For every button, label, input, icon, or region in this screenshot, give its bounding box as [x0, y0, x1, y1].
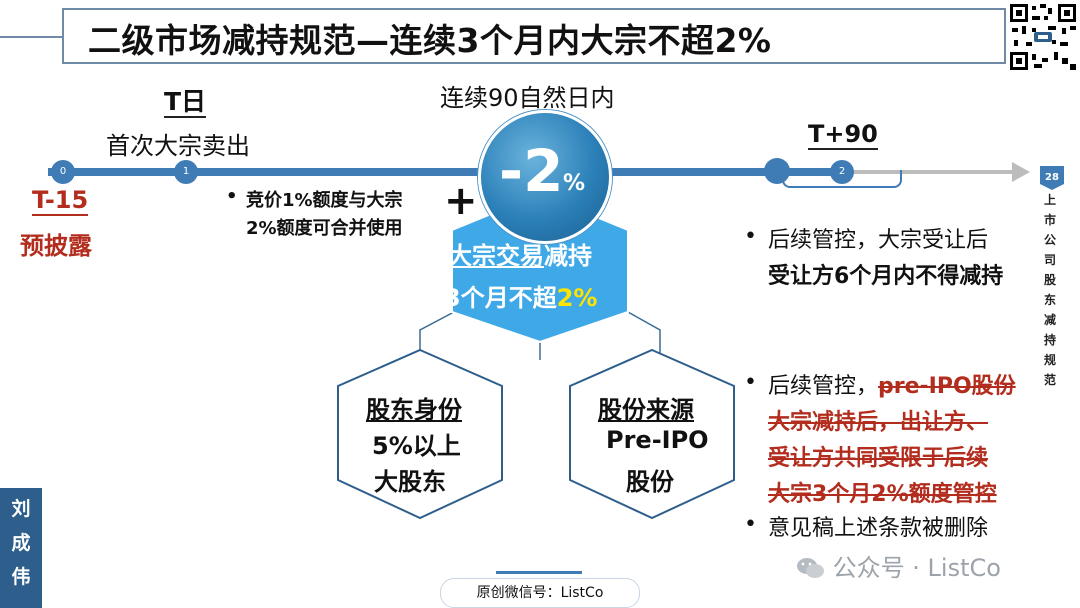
side-char: 司: [1043, 253, 1056, 267]
t90-label: T+90: [808, 120, 878, 150]
period-label: 连续90自然日内: [440, 84, 615, 112]
qr-code-icon: [1008, 2, 1078, 72]
note2-red3: 受让方共同受限于后续: [768, 446, 989, 471]
center-hex-line2b: 2%: [556, 284, 598, 312]
footer-wechat-id: 原创微信号：ListCo: [440, 578, 640, 608]
author-bar: 刘 成 伟: [0, 488, 42, 608]
left-hex-line1: 股东身份: [366, 396, 462, 424]
right-hex-line3: 股份: [626, 468, 674, 496]
center-hex-line1a: 大宗交易: [448, 242, 544, 270]
watermark-text: 公众号 · ListCo: [832, 554, 1001, 582]
t15-desc: 预披露: [20, 232, 92, 260]
t-day-desc: 首次大宗卖出: [106, 132, 250, 160]
side-char: 公: [1043, 233, 1056, 247]
center-hex-line1b: 减持: [544, 242, 592, 270]
note-left-line1: 竞价1%额度与大宗: [246, 190, 403, 211]
title-deco-line: [0, 36, 62, 38]
timeline-bar: [48, 168, 838, 176]
note3-bullet: •: [744, 512, 757, 537]
note-left-line2: 2%额度可合并使用: [246, 218, 403, 239]
note2-red4: 大宗3个月2%额度管控: [768, 482, 997, 507]
note2-prefix: 后续管控，: [768, 374, 879, 399]
center-hex-line2: 3个月不超2%: [444, 278, 597, 313]
t-day-label: T日: [164, 87, 207, 118]
footer-accent-line: [496, 571, 582, 574]
note2-red1: pre-IPO股份: [878, 374, 1016, 399]
side-vertical-label: 上 市 公 司 股 东 减 持 规 范: [1040, 190, 1060, 390]
author-char: 刘: [11, 498, 31, 520]
circle-unit: %: [563, 171, 586, 196]
plus-icon: +: [444, 178, 478, 224]
t90-bracket: [782, 170, 902, 188]
side-char: 范: [1043, 373, 1056, 387]
author-char: 成: [11, 532, 31, 554]
note2-red2: 大宗减持后，出让方、: [768, 410, 989, 435]
note2-line1: 后续管控，pre-IPO股份: [768, 368, 1016, 400]
note1-bullet: •: [744, 224, 757, 249]
wechat-icon: [797, 558, 824, 578]
page-title: 二级市场减持规范—连续3个月内大宗不超2%: [88, 21, 772, 60]
left-hex-line2: 5%以上: [372, 432, 461, 460]
right-hex-line1: 股份来源: [598, 396, 694, 424]
side-char: 上: [1043, 193, 1056, 207]
side-char: 东: [1043, 293, 1056, 307]
circle-value: -2: [499, 137, 564, 205]
note-left-bullet: •: [226, 186, 238, 207]
timeline-dot-2: 2: [830, 160, 854, 184]
timeline-extension: [838, 170, 1018, 174]
side-char: 减: [1043, 313, 1056, 327]
note3-text: 意见稿上述条款被删除: [768, 516, 989, 541]
timeline-dot-0: 0: [51, 160, 75, 184]
note1-line2: 受让方6个月内不得减持: [768, 264, 1004, 289]
author-char: 伟: [11, 566, 31, 588]
note2-bullet: •: [744, 370, 757, 395]
t15-label: T-15: [32, 186, 89, 216]
side-char: 股: [1043, 273, 1056, 287]
watermark: 公众号 · ListCo: [795, 548, 1001, 583]
title-box: [62, 8, 1006, 64]
center-hex-line2a: 3个月不超: [444, 284, 557, 312]
note1-line1: 后续管控，大宗受让后: [768, 228, 989, 253]
timeline-dot-1: 1: [174, 160, 198, 184]
side-char: 持: [1043, 333, 1056, 347]
timeline-arrow-icon: [1012, 162, 1030, 182]
minus-2-percent-circle: -2 %: [478, 110, 612, 244]
right-hex-line2: Pre-IPO: [606, 426, 709, 454]
side-char: 规: [1043, 353, 1056, 367]
side-char: 市: [1043, 213, 1056, 227]
center-hex-line1: 大宗交易减持: [448, 236, 592, 271]
left-hex-line3: 大股东: [374, 468, 446, 496]
page-number-badge: 28: [1040, 166, 1064, 190]
